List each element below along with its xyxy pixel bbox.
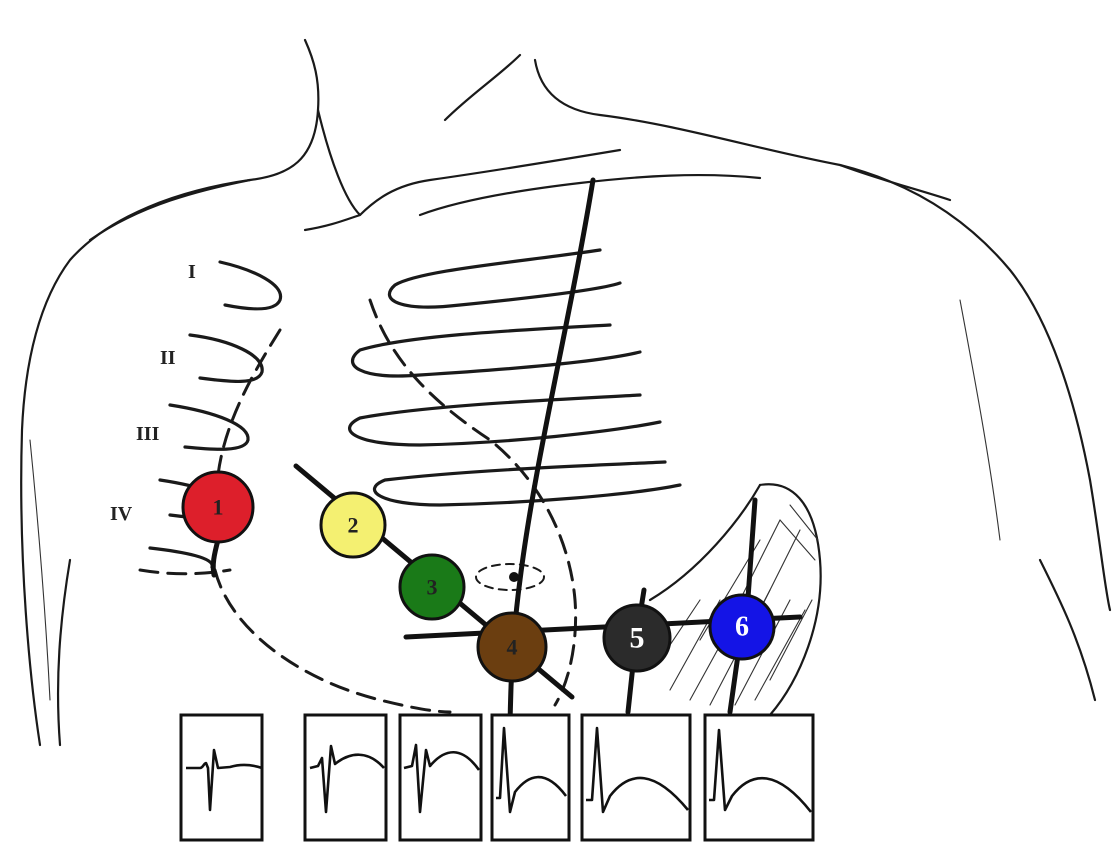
electrode-v5: 5 xyxy=(604,605,670,671)
waveform-v3 xyxy=(400,715,481,840)
rib-label-4: IV xyxy=(110,503,133,525)
electrode-v3: 3 xyxy=(400,555,464,619)
left-ribs xyxy=(350,250,680,505)
svg-text:3: 3 xyxy=(427,575,438,600)
svg-text:1: 1 xyxy=(213,495,224,520)
waveform-v6 xyxy=(705,715,813,840)
waveform-v2 xyxy=(305,715,386,840)
svg-text:2: 2 xyxy=(348,513,359,538)
waveform-v4 xyxy=(492,715,569,840)
svg-text:6: 6 xyxy=(735,612,749,643)
svg-text:5: 5 xyxy=(630,622,645,655)
torso-outline xyxy=(21,40,1110,745)
waveform-v1 xyxy=(181,715,262,840)
svg-text:4: 4 xyxy=(507,635,518,660)
waveform-panel xyxy=(181,715,813,840)
electrode-v6: 6 xyxy=(710,595,774,659)
waveform-v5 xyxy=(582,715,690,840)
electrode-v1: 1 xyxy=(183,472,253,542)
rib-label-3: III xyxy=(136,423,160,445)
electrode-v2: 2 xyxy=(321,493,385,557)
electrode-v4: 4 xyxy=(478,613,546,681)
rib-label-2: II xyxy=(160,347,176,369)
rib-label-1: I xyxy=(188,261,196,283)
